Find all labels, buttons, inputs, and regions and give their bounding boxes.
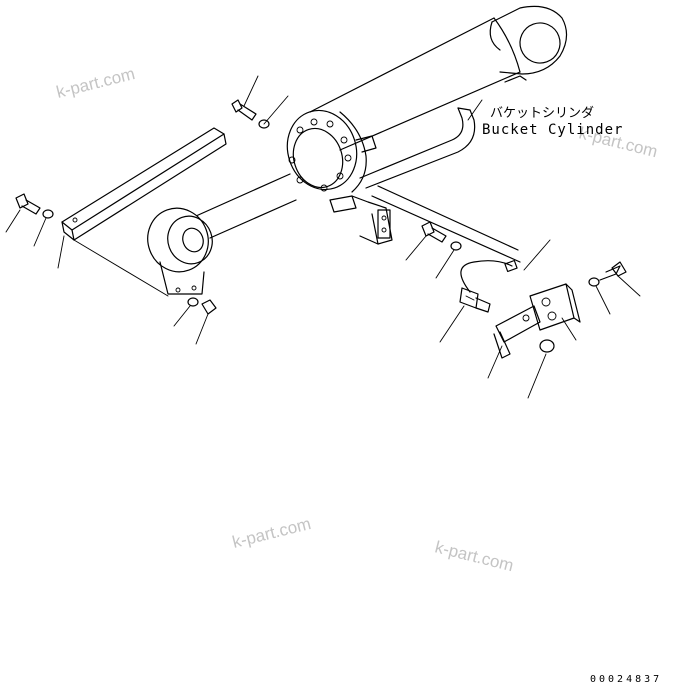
leader-lines	[5, 75, 641, 399]
bolt-middle	[421, 221, 462, 251]
cylinder-rod-eye	[489, 5, 568, 75]
watermark-bottom-left: k-part.com	[230, 514, 313, 552]
rod-cover	[61, 127, 227, 297]
lock-nut	[539, 339, 555, 353]
cylinder-bottom	[147, 173, 297, 295]
bolt-right	[588, 261, 627, 287]
proximity-sensor	[459, 287, 491, 313]
nut-washer-bottom	[187, 297, 217, 315]
bolt-left	[15, 193, 54, 219]
cable-clip	[504, 259, 518, 273]
watermark-top-left: k-part.com	[54, 64, 137, 102]
watermark-bottom-right: k-part.com	[433, 537, 516, 575]
sensor-cable	[460, 260, 513, 293]
cylinder-head-flange	[286, 109, 377, 193]
bolt-top	[231, 99, 270, 129]
sensor-bracket	[529, 283, 581, 331]
hydraulic-pipe	[359, 107, 521, 263]
label-bucket-cylinder-en: Bucket Cylinder	[482, 122, 623, 138]
drawing-code: 00024837	[590, 674, 662, 685]
sensor-plate	[493, 305, 541, 359]
sensor-mount-bracket	[329, 195, 393, 245]
label-bucket-cylinder-jp: バケットシリンダ	[490, 106, 594, 121]
